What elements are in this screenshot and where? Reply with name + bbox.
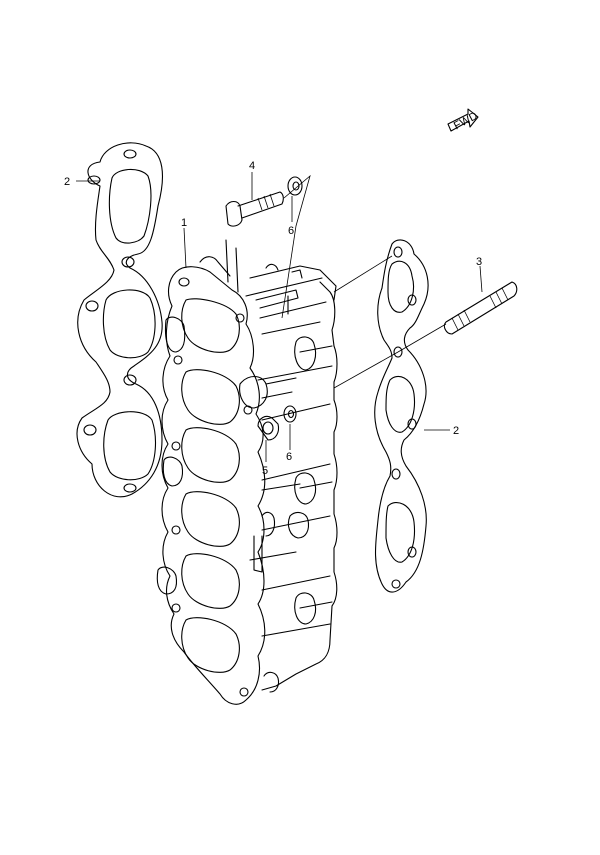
callout-2-right: 2 <box>453 425 459 437</box>
left-gasket <box>76 142 163 498</box>
callout-1: 1 <box>181 217 187 229</box>
washer-top <box>287 176 303 196</box>
callout-2-left: 2 <box>64 176 70 188</box>
flange-bolt <box>225 191 284 227</box>
callout-6-top: 6 <box>288 225 294 237</box>
fwd-label: FWD <box>452 110 480 132</box>
callout-3: 3 <box>476 256 482 268</box>
fwd-arrow-icon: FWD <box>447 108 480 132</box>
callout-4: 4 <box>249 160 255 172</box>
intake-manifold <box>156 239 338 705</box>
callout-5: 5 <box>262 465 268 477</box>
callout-6-lower: 6 <box>286 451 292 463</box>
nut <box>257 415 280 441</box>
right-gasket <box>374 239 429 593</box>
leader-lines <box>76 172 483 462</box>
washer-lower <box>283 405 297 423</box>
stud-bolt <box>443 281 518 335</box>
